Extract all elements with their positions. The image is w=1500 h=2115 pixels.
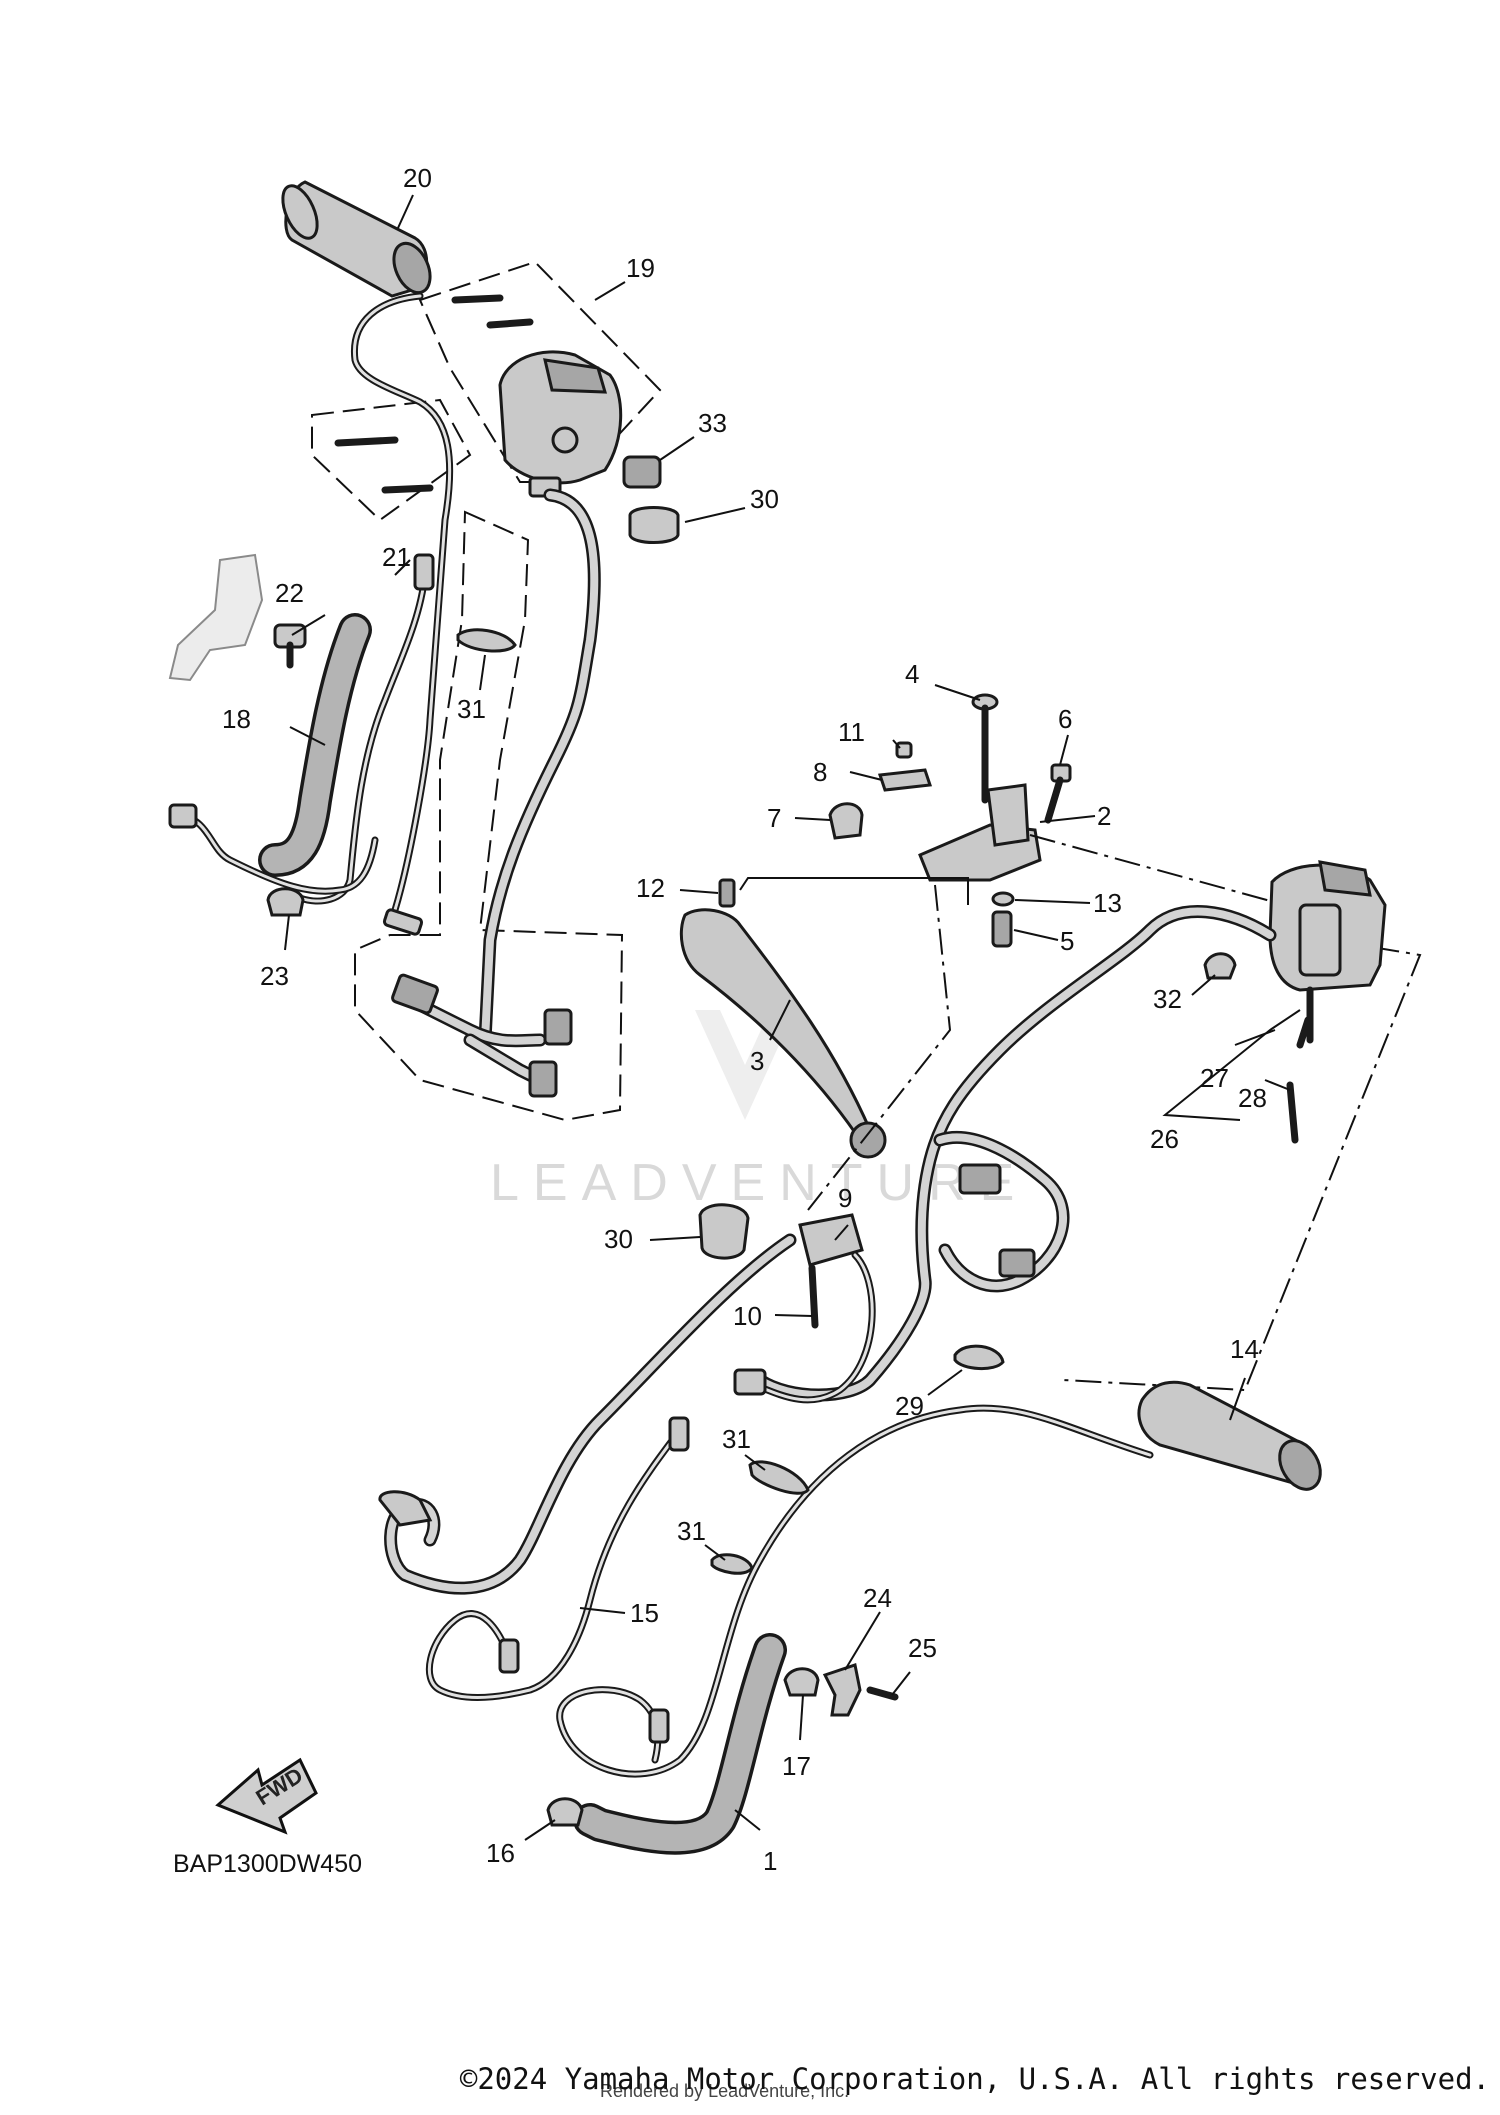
clamp-32 xyxy=(1203,952,1237,980)
cable-15-branch xyxy=(425,1426,684,1701)
left-lower-wire-connector xyxy=(168,803,198,829)
callout-10: 10 xyxy=(733,1301,762,1331)
callout-31-middle: 31 xyxy=(722,1424,751,1454)
clamp-23 xyxy=(266,887,305,917)
throttle-wire-connector xyxy=(648,1708,670,1744)
bolt-25 xyxy=(866,1686,899,1701)
clutch-switch-9 xyxy=(798,1213,864,1329)
callout-6: 6 xyxy=(1058,704,1072,734)
right-grip-14 xyxy=(1137,1380,1322,1491)
callout-25: 25 xyxy=(908,1633,937,1663)
right-harness-connector-2 xyxy=(998,1248,1036,1278)
callout-11: 11 xyxy=(838,717,865,747)
left-grip-wire xyxy=(350,292,454,914)
ring-30-lower xyxy=(698,1203,750,1260)
callout-16: 16 xyxy=(486,1838,515,1868)
callout-21: 21 xyxy=(382,542,411,572)
screw-28 xyxy=(1286,1081,1299,1144)
leader-lines xyxy=(284,194,1291,1841)
callout-30-lower: 30 xyxy=(604,1224,633,1254)
callout-33: 33 xyxy=(698,408,727,438)
callout-4: 4 xyxy=(905,659,919,689)
callout-27: 27 xyxy=(1200,1063,1229,1093)
callout-1: 1 xyxy=(763,1846,777,1876)
callout-28: 28 xyxy=(1238,1083,1267,1113)
callout-7: 7 xyxy=(767,803,781,833)
callout-17: 17 xyxy=(782,1751,811,1781)
pin-12 xyxy=(718,878,736,908)
chain-line-right xyxy=(1062,939,1422,1392)
callout-24: 24 xyxy=(863,1583,892,1613)
switch-screws xyxy=(334,294,534,494)
clutch-switch-connector xyxy=(733,1368,767,1396)
spring-5 xyxy=(991,910,1013,948)
chain-line-down xyxy=(807,884,952,1211)
hose-1 xyxy=(573,1633,787,1855)
screw-11 xyxy=(895,741,913,759)
group-26-bracket xyxy=(1162,1009,1301,1121)
watermark-text: LEADVENTURE xyxy=(490,1154,1028,1212)
wire-21-connector xyxy=(413,553,435,591)
callout-15: 15 xyxy=(630,1598,659,1628)
bracket-22-faint xyxy=(168,553,264,682)
callout-labels: 20 19 33 30 21 22 18 31 23 4 11 6 8 2 7 … xyxy=(222,163,1267,1876)
callout-9: 9 xyxy=(838,1183,852,1213)
fwd-arrow: FWD xyxy=(215,1757,318,1835)
part-7 xyxy=(828,802,864,840)
ring-30-upper xyxy=(628,506,680,544)
cable-15-end-fitting xyxy=(378,1490,433,1527)
clamp-16 xyxy=(546,1797,584,1827)
callout-19: 19 xyxy=(626,253,655,283)
clamp-17 xyxy=(783,1667,820,1697)
band-29 xyxy=(953,1344,1005,1370)
band-31-lower xyxy=(710,1553,754,1575)
right-harness-connector xyxy=(958,1163,1002,1195)
washer-13 xyxy=(991,891,1015,907)
callout-23: 23 xyxy=(260,961,289,991)
callout-8: 8 xyxy=(813,757,827,787)
diagram-code: BAP1300DW450 xyxy=(173,1850,362,1878)
copyright-text: ©2024 Yamaha Motor Corporation, U.S.A. A… xyxy=(459,2062,1490,2096)
bracket-24 xyxy=(822,1663,862,1717)
callout-29: 29 xyxy=(895,1391,924,1421)
footer: Rendered by LeadVenture, Inc. ©2024 Yama… xyxy=(0,2060,1500,2110)
right-handlebar-switch-26 xyxy=(1268,860,1387,1049)
callout-3: 3 xyxy=(750,1046,764,1076)
lever-link-bracket xyxy=(739,877,969,905)
cable-15-end-connector xyxy=(498,1638,520,1674)
callout-31-upper: 31 xyxy=(457,694,486,724)
bolt-6 xyxy=(1044,763,1072,824)
band-31-middle xyxy=(748,1460,810,1495)
callout-18: 18 xyxy=(222,704,251,734)
callout-30-upper: 30 xyxy=(750,484,779,514)
callout-14: 14 xyxy=(1230,1334,1259,1364)
left-grip-20 xyxy=(281,180,432,298)
left-harness-connectors xyxy=(391,973,573,1098)
callout-31-lower: 31 xyxy=(677,1516,706,1546)
left-harness-lower-dashed-group xyxy=(354,510,624,1122)
lever-holder-2 xyxy=(918,783,1042,882)
callout-5: 5 xyxy=(1060,926,1074,956)
rendered-by-text: Rendered by LeadVenture, Inc. xyxy=(600,2081,850,2101)
left-handlebar-switch-19 xyxy=(498,350,623,498)
cable-15-connector xyxy=(668,1416,690,1452)
band-31-upper xyxy=(456,628,517,653)
callout-26: 26 xyxy=(1150,1124,1179,1154)
part-8 xyxy=(877,768,933,792)
wire-21-end-connector xyxy=(382,908,424,936)
left-switch-cable xyxy=(478,488,601,1047)
throttle-wire xyxy=(556,1404,1154,1778)
callout-20: 20 xyxy=(403,163,432,193)
callout-13: 13 xyxy=(1093,888,1122,918)
bolt-4 xyxy=(971,693,999,804)
hose-18 xyxy=(258,613,372,877)
callout-2: 2 xyxy=(1097,801,1111,831)
part-33 xyxy=(622,455,662,489)
callout-12: 12 xyxy=(636,873,665,903)
clutch-lever-3 xyxy=(679,908,887,1159)
chain-line-upper xyxy=(1029,834,1286,906)
callout-22: 22 xyxy=(275,578,304,608)
callout-32: 32 xyxy=(1153,984,1182,1014)
